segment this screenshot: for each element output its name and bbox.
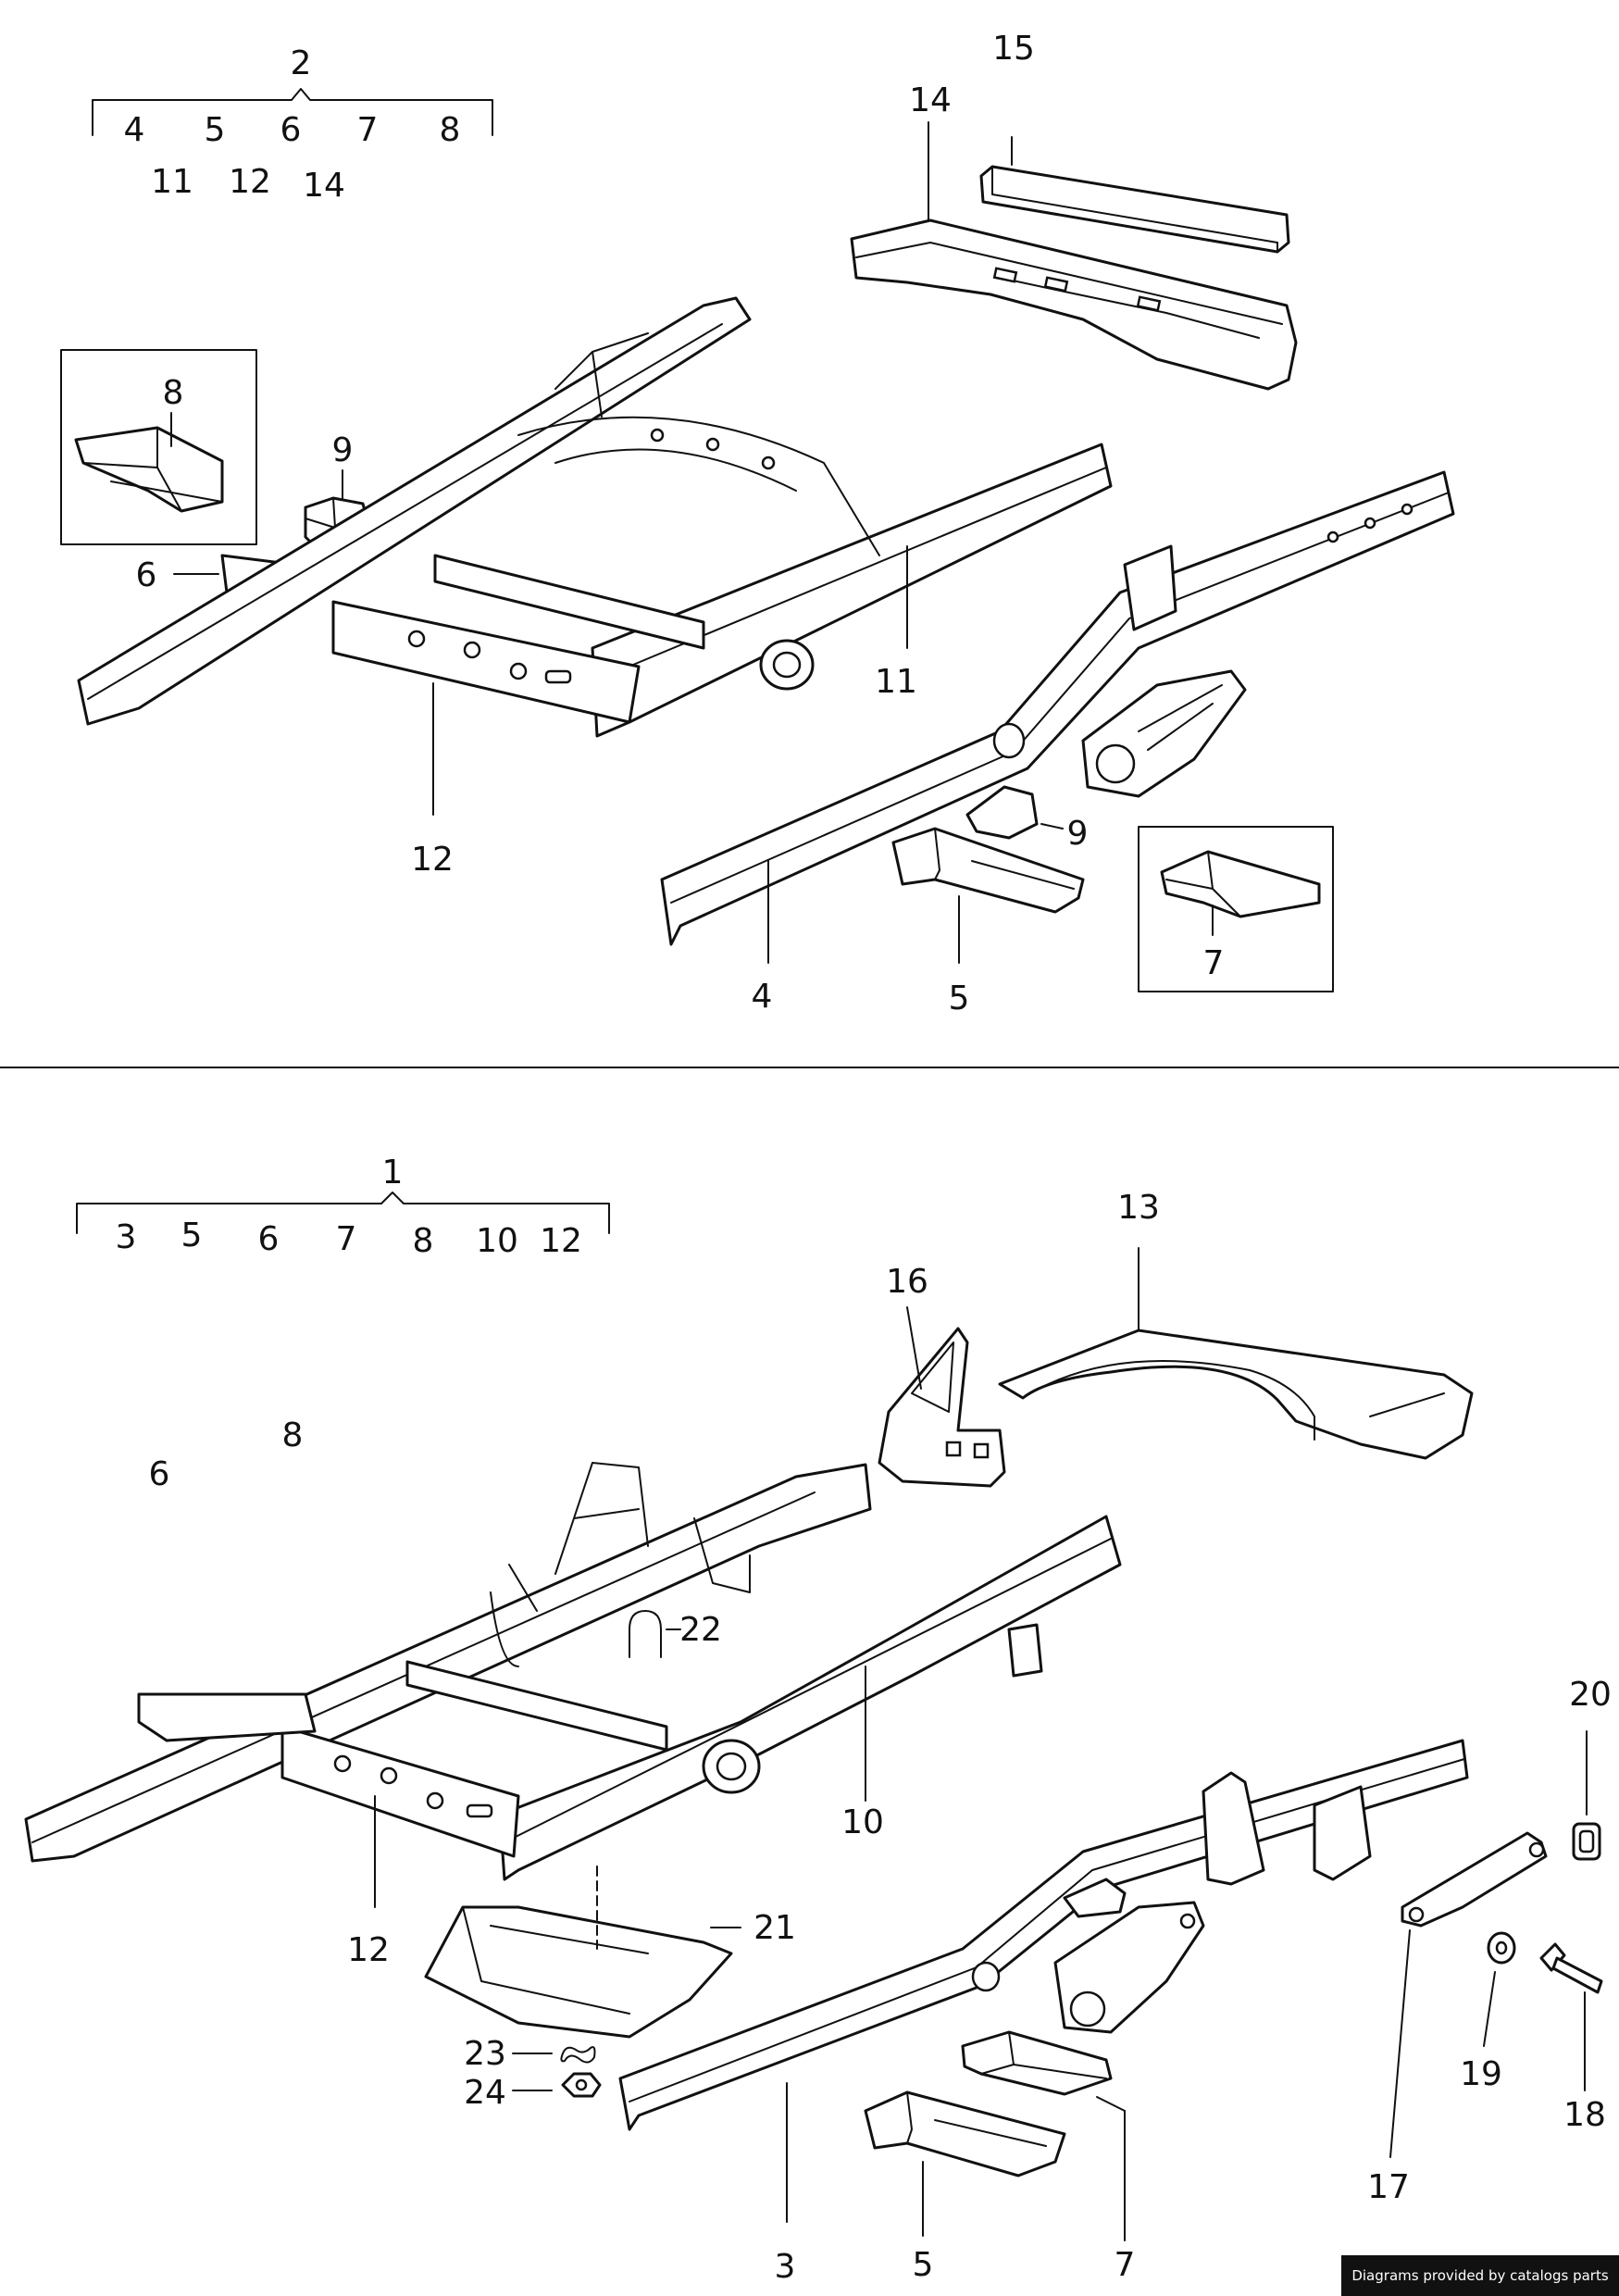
callout-11: 11 bbox=[875, 663, 917, 701]
callout-7-lower: 7 bbox=[1115, 2246, 1136, 2284]
group-1-member-6: 6 bbox=[258, 1220, 280, 1258]
callout-9-upper: 9 bbox=[332, 431, 354, 469]
callout-20: 20 bbox=[1569, 1676, 1612, 1714]
group-1-member-8: 8 bbox=[413, 1222, 434, 1260]
callout-6-lower: 6 bbox=[149, 1455, 170, 1493]
group-2-member-11: 11 bbox=[151, 163, 193, 201]
callout-8-lower: 8 bbox=[282, 1416, 304, 1454]
group-1-member-3: 3 bbox=[116, 1218, 137, 1256]
group-2-member-12: 12 bbox=[229, 163, 271, 201]
group-2-member-8: 8 bbox=[440, 111, 461, 149]
part-18-bolt bbox=[1539, 1942, 1603, 2091]
diagram-credit-badge: Diagrams provided by catalogs parts bbox=[1341, 2255, 1619, 2296]
inset-box-part-8 bbox=[60, 349, 257, 545]
lower-frame-assembly bbox=[24, 1462, 1122, 1908]
callout-15: 15 bbox=[992, 30, 1035, 68]
callout-23: 23 bbox=[464, 2035, 506, 2073]
part-19-washer bbox=[1483, 1931, 1516, 2047]
part-24-nut bbox=[512, 2072, 602, 2098]
callout-17: 17 bbox=[1367, 2168, 1410, 2206]
part-11-mount-bracket bbox=[1081, 669, 1247, 798]
callout-3: 3 bbox=[775, 2248, 796, 2286]
callout-6-upper: 6 bbox=[136, 556, 157, 594]
part-23-washer bbox=[512, 2046, 596, 2064]
group-2-member-5: 5 bbox=[205, 111, 226, 149]
group-1-member-7: 7 bbox=[336, 1220, 357, 1258]
group-1-member-12: 12 bbox=[540, 1222, 582, 1260]
part-17-shackle bbox=[1389, 1831, 1548, 2158]
callout-18: 18 bbox=[1563, 2096, 1606, 2134]
callout-10: 10 bbox=[841, 1803, 884, 1841]
group-2-member-6: 6 bbox=[280, 111, 302, 149]
part-3-side-member bbox=[618, 1739, 1469, 2223]
part-9-bracket-lower bbox=[965, 785, 1064, 840]
group-2-member-7: 7 bbox=[357, 111, 379, 149]
callout-22: 22 bbox=[679, 1611, 722, 1649]
group-bracket-1: 1 3 5 6 7 8 10 12 bbox=[76, 1154, 610, 1260]
part-15-rail bbox=[979, 136, 1290, 254]
group-bracket-2: 2 4 5 6 7 8 11 12 14 bbox=[92, 44, 493, 205]
inset-box-part-7 bbox=[1138, 826, 1334, 992]
callout-12-lower: 12 bbox=[347, 1931, 390, 1969]
callout-9-lower: 9 bbox=[1067, 815, 1089, 853]
part-5-bracket-upper bbox=[891, 827, 1085, 964]
part-21-skid-plate bbox=[424, 1866, 741, 2039]
group-2-member-4: 4 bbox=[124, 111, 145, 149]
group-1-member-10: 10 bbox=[476, 1222, 518, 1260]
part-14-crossmember bbox=[850, 121, 1298, 391]
group-2-label: 2 bbox=[291, 44, 312, 82]
callout-8-inset: 8 bbox=[163, 374, 184, 412]
callout-12-upper: 12 bbox=[411, 841, 454, 879]
group-2-member-14: 14 bbox=[303, 167, 345, 205]
callout-4: 4 bbox=[752, 978, 773, 1016]
callout-16: 16 bbox=[886, 1263, 928, 1301]
callout-21: 21 bbox=[753, 1909, 796, 1947]
lower-mount-bracket bbox=[1053, 1878, 1205, 2034]
callout-7-inset: 7 bbox=[1203, 944, 1225, 982]
part-5-bracket-lower bbox=[864, 2090, 1066, 2237]
callout-24: 24 bbox=[464, 2074, 506, 2112]
part-4-side-member bbox=[660, 470, 1455, 964]
upper-frame-assembly bbox=[77, 296, 1113, 738]
part-13-wheel-arch bbox=[998, 1247, 1474, 1460]
callout-5-lower: 5 bbox=[913, 2246, 934, 2284]
part-20-bush bbox=[1572, 1730, 1601, 1861]
callout-19: 19 bbox=[1460, 2055, 1502, 2093]
group-1-member-5: 5 bbox=[181, 1217, 203, 1254]
callout-14: 14 bbox=[909, 81, 952, 119]
group-1-label: 1 bbox=[382, 1154, 404, 1192]
part-7-bracket-lower bbox=[961, 2030, 1126, 2241]
part-16-corner-bracket bbox=[878, 1306, 1006, 1488]
callout-13: 13 bbox=[1117, 1189, 1160, 1227]
callout-5-upper: 5 bbox=[949, 980, 970, 1017]
